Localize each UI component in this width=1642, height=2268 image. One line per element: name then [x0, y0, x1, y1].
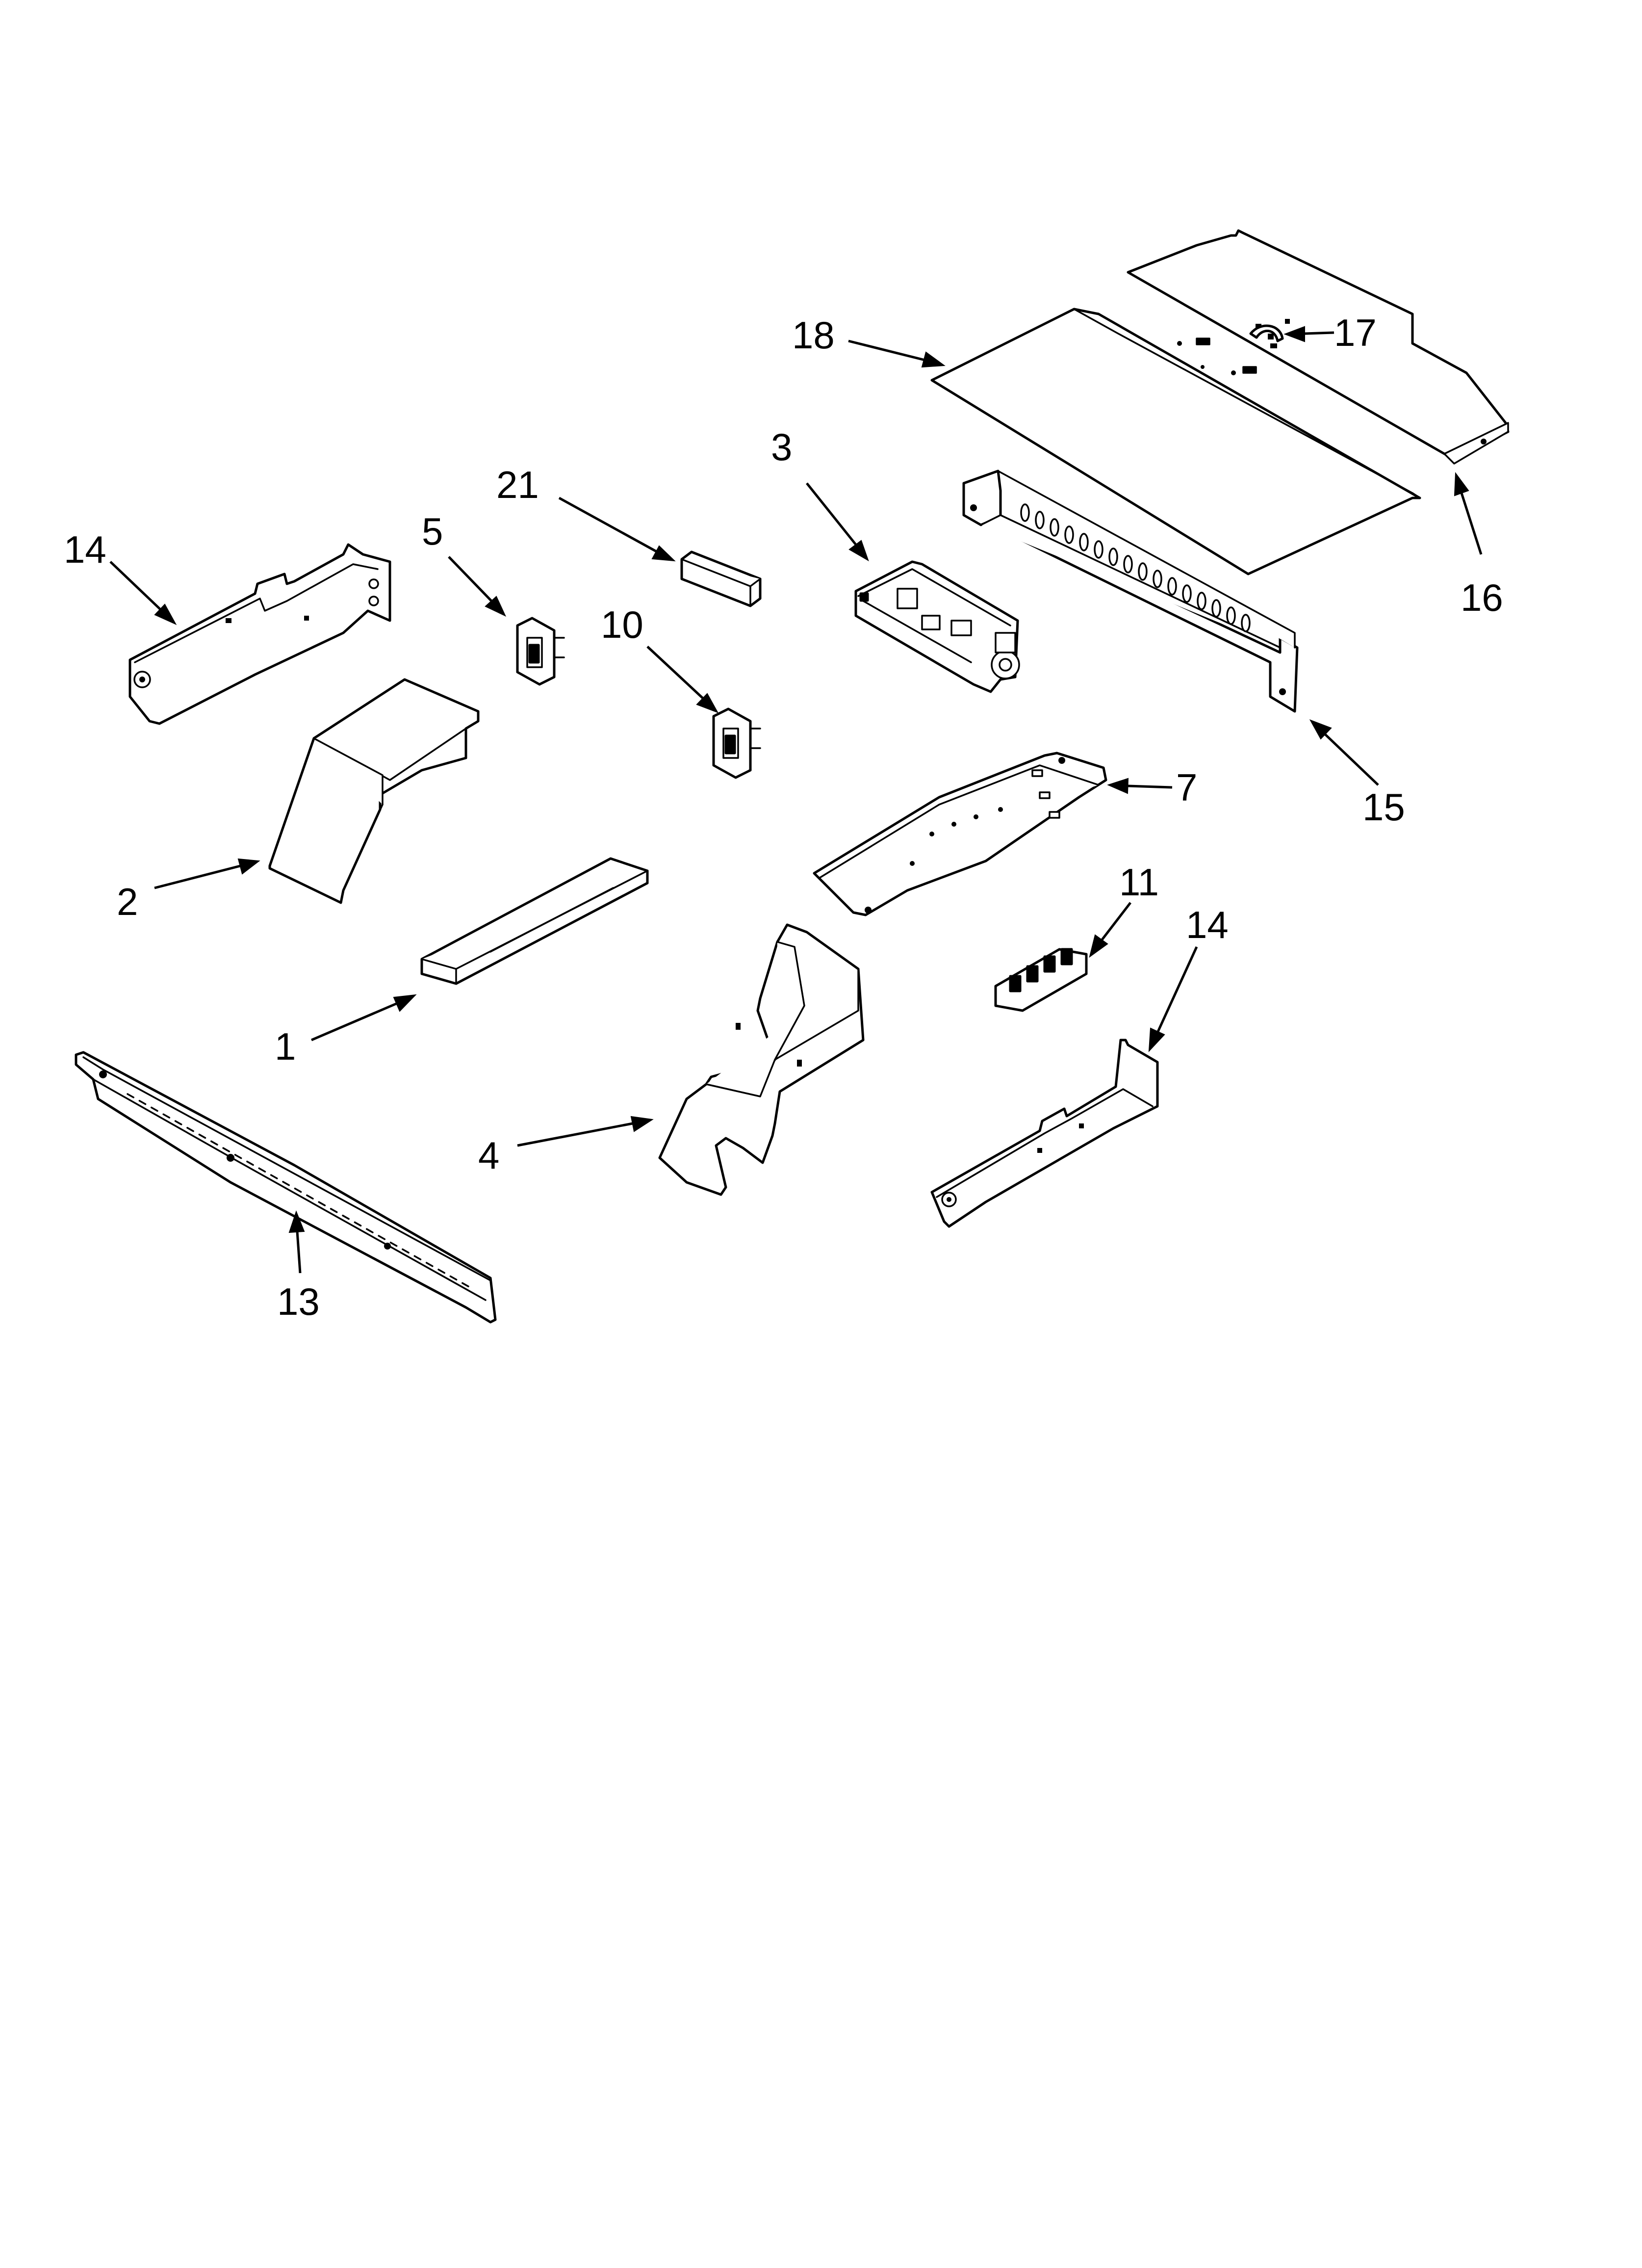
callout-label-18: 18 [792, 313, 835, 357]
part-17-clip [1249, 324, 1284, 348]
callout-label-16: 16 [1461, 576, 1503, 619]
callout-label-5: 5 [422, 510, 443, 553]
callout-label-7: 7 [1176, 766, 1197, 809]
leader-16 [1454, 472, 1483, 555]
leader-1 [311, 994, 417, 1042]
callout-label-13: 13 [277, 1280, 320, 1323]
callout-label-1: 1 [275, 1025, 296, 1068]
leader-5 [448, 556, 507, 617]
leader-2 [154, 858, 260, 889]
part-1-rail [420, 857, 649, 985]
part-11-terminal-strip [994, 948, 1088, 1012]
part-10-switch [712, 707, 761, 779]
leader-21 [558, 496, 676, 562]
part-5-switch [516, 617, 565, 686]
callout-label-10: 10 [601, 603, 643, 646]
leader-7 [1107, 778, 1173, 794]
part-4-shield [658, 923, 865, 1196]
part-3-control-assembly [854, 560, 1020, 693]
part-15-perforations [1020, 503, 1251, 632]
part-14-right-bracket [930, 1039, 1159, 1228]
part-7-mounting-plate [813, 752, 1107, 916]
leader-10 [646, 646, 719, 713]
part-18-top-shield [930, 308, 1421, 575]
part-2-duct [268, 678, 480, 904]
part-21-terminal-block [680, 550, 762, 607]
callout-label-17: 17 [1334, 311, 1377, 354]
leader-11 [1089, 902, 1131, 958]
leader-14-left [109, 561, 177, 626]
callout-label-11: 11 [1119, 860, 1159, 904]
leader-4 [517, 1116, 654, 1147]
part-14-left-bracket [128, 543, 391, 725]
callout-label-15: 15 [1362, 785, 1405, 829]
callout-label-14-right: 14 [1186, 903, 1229, 946]
leader-17 [1283, 326, 1334, 342]
callout-label-3: 3 [771, 425, 792, 469]
part-13-long-rail [75, 1051, 497, 1324]
leader-13 [288, 1210, 305, 1274]
leader-14-right [1148, 946, 1198, 1052]
leader-3 [806, 482, 869, 562]
callout-label-14-left: 14 [64, 528, 106, 571]
callout-label-2: 2 [117, 880, 138, 923]
part-15-perforated-channel [962, 469, 1299, 713]
callout-label-21: 21 [496, 463, 539, 506]
callout-label-4: 4 [478, 1134, 499, 1177]
leader-18 [848, 339, 946, 368]
leader-15 [1309, 719, 1379, 786]
